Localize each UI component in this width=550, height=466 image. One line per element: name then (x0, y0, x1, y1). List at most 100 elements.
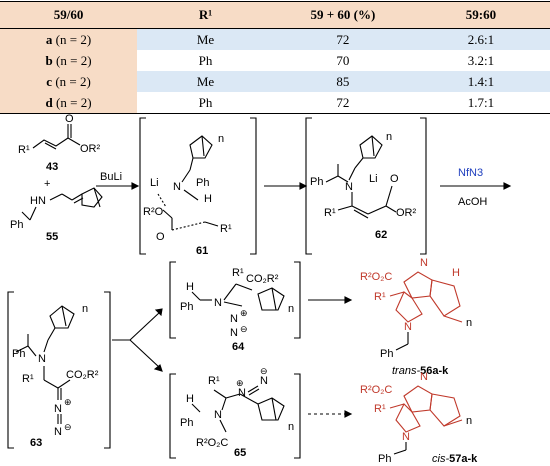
row-n: (n = 2) (52, 52, 92, 68)
cell-ratio: 2.6:1 (411, 28, 550, 50)
compound-label-55: 55 (46, 231, 58, 243)
label-h-64: H (186, 281, 194, 293)
cell-ratio: 1.7:1 (411, 92, 550, 114)
label-h-trans: H (452, 267, 460, 279)
label-minus-charge-65: ⊖ (260, 366, 268, 376)
label-n-63: N (38, 353, 46, 365)
label-r2o2c-trans: R²O₂C (360, 271, 392, 283)
label-o-43: O (65, 113, 74, 125)
cell-compound: a (n = 2) (0, 28, 138, 50)
row-letter: a (45, 31, 53, 47)
label-r1-43: R¹ (18, 144, 30, 156)
label-n-trans-sub: n (466, 317, 472, 329)
label-plus-charge-65: ⊕ (236, 378, 244, 388)
label-minus-charge-64: ⊖ (240, 324, 248, 334)
row-n: (n = 2) (52, 31, 92, 47)
product-label-trans: trans-56a-k (392, 365, 449, 377)
compound-label-61: 61 (196, 245, 208, 257)
row-n: (n = 2) (52, 94, 92, 110)
label-n-63-sub: n (82, 303, 88, 315)
row-letter: c (46, 73, 53, 89)
label-ph-55: Ph (10, 219, 23, 231)
cell-r1: Me (137, 71, 274, 92)
col-header-compound: 59/60 (0, 1, 138, 29)
label-r1-62: R¹ (324, 207, 336, 219)
cell-r1: Ph (198, 52, 213, 68)
compound-55: HN Ph 55 (10, 187, 103, 243)
label-n-minus-63: N (54, 426, 62, 438)
label-n-cis-ring: N (402, 431, 410, 443)
label-ph-62: Ph (310, 176, 323, 188)
compound-64: H Ph N R¹ CO₂R² N ⊕ N ⊖ n 64 (180, 267, 294, 353)
label-n-plus-64: N (230, 313, 238, 325)
cell-ratio: 3.2:1 (467, 52, 495, 68)
label-h-61: H (204, 193, 212, 205)
label-or2-62: OR² (396, 207, 417, 219)
label-h-65: H (186, 393, 194, 405)
label-ph-65: Ph (180, 417, 193, 429)
label-ph-cis: Ph (378, 453, 391, 465)
compound-label-64: 64 (232, 341, 245, 353)
label-n-trans: N (404, 321, 412, 333)
table-header-row: 59/60 R¹ 59 + 60 (%) 59:60 (0, 1, 550, 29)
label-co2r2-64: CO₂R² (246, 273, 279, 285)
label-n-62: N (345, 181, 353, 193)
label-ph-64: Ph (180, 301, 193, 313)
label-hn-55: HN (30, 195, 46, 207)
label-r1-64: R¹ (232, 267, 244, 279)
label-n-cis-sub: n (466, 415, 472, 427)
label-r1-cis: R¹ (374, 403, 386, 415)
label-n-65: N (214, 409, 222, 421)
label-r1-61: R¹ (220, 223, 232, 235)
label-n-61-sub: n (218, 133, 224, 145)
compound-61: n Li N Ph H R²O O R¹ 61 (143, 133, 232, 257)
compound-label-63: 63 (30, 437, 42, 449)
reagent-nfn3: NfN3 (458, 167, 483, 179)
results-table: 59/60 R¹ 59 + 60 (%) 59:60 a (n = 2) Me … (0, 1, 550, 114)
table-row: a (n = 2) Me 72 2.6:1 (0, 28, 550, 50)
label-plus-charge-64: ⊕ (240, 308, 248, 318)
label-o-61: O (156, 231, 165, 243)
cis-prefix: cis- (432, 453, 449, 465)
label-r2o2c-cis: R²O₂C (360, 384, 392, 396)
trans-number: 56a-k (420, 365, 449, 377)
label-r2o2c-65: R²O₂C (196, 437, 228, 449)
col-header-yield: 59 + 60 (%) (273, 1, 412, 29)
branch-arrows (112, 308, 163, 372)
cell-ratio: 1.4:1 (411, 71, 550, 92)
row-letter: d (45, 94, 53, 110)
cell-yield: 70 (336, 52, 350, 68)
label-n-minus-64: N (230, 327, 238, 339)
cell-compound: b (n = 2) (0, 50, 138, 71)
compound-43: R¹ O OR² 43 (18, 113, 101, 173)
label-n-61: N (173, 181, 181, 193)
label-r1-63: R¹ (22, 373, 34, 385)
label-n-64: N (214, 297, 222, 309)
cell-compound: d (n = 2) (0, 92, 138, 114)
product-cis-57: N R²O₂C R¹ N n Ph cis-57a-k (360, 371, 478, 465)
label-n-64-sub: n (288, 303, 294, 315)
reagent-buli: BuLi (100, 171, 122, 183)
compound-label-62: 62 (375, 229, 387, 241)
arrow-61-62 (264, 182, 308, 190)
compound-label-65: 65 (234, 447, 246, 459)
label-n-minus-65: N (260, 375, 268, 387)
arrow-64-trans (308, 296, 353, 304)
label-r1-65: R¹ (208, 375, 220, 387)
label-nn-trans: N (420, 257, 428, 269)
cell-yield: 72 (273, 28, 412, 50)
cis-number: 57a-k (449, 453, 478, 465)
arrow-65-cis (308, 410, 353, 418)
label-r2o-61: R²O (143, 206, 164, 218)
table-row: b (n = 2) Ph 70 3.2:1 (0, 50, 550, 71)
label-li-62: Li (369, 173, 378, 185)
cell-r1: Me (137, 28, 274, 50)
cell-yield: 72 (273, 92, 412, 114)
label-r1-trans: R¹ (374, 291, 386, 303)
plus-sign: + (44, 178, 50, 190)
cell-compound: c (n = 2) (0, 71, 138, 92)
reagent-acoh: AcOH (458, 196, 487, 208)
label-n-cis: N (420, 371, 428, 383)
